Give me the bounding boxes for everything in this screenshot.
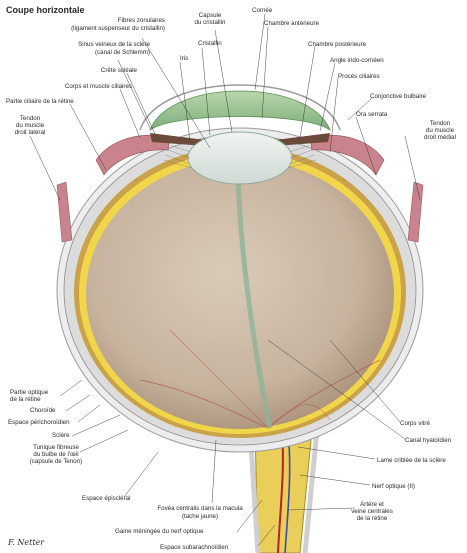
label-artere-veine-2: veine centrales <box>351 508 393 515</box>
medial-rectus-tendon <box>408 182 423 242</box>
label-partie-optique: Partie optique <box>10 389 49 396</box>
label-tendon-medial-3: droit médial <box>424 134 456 141</box>
label-tunique-fibreuse-2: du bulbe de l'œil <box>33 451 78 458</box>
label-corps-muscle-ciliaires: Corps et muscle ciliaires <box>65 83 132 90</box>
label-nerf-optique: Nerf optique (II) <box>372 483 415 490</box>
label-sinus-veineux-2: (canal de Schlemm) <box>95 49 150 56</box>
label-corps-vitre: Corps vitré <box>400 420 430 427</box>
lens <box>188 132 292 184</box>
label-capsule-2: du cristallin <box>195 19 227 26</box>
netter-signature: F. Netter <box>7 538 45 547</box>
label-sinus-veineux: Sinus veineux de la sclère <box>78 41 150 48</box>
label-proces-ciliaires: Procès ciliaires <box>338 73 380 80</box>
label-crete-scleale: Crête scléale <box>101 67 138 74</box>
label-cornee: Cornée <box>252 7 273 14</box>
label-fibres-zonulaires: Fibres zonulaires <box>118 17 165 24</box>
label-fibres-zonulaires-2: (ligament suspenseur du cristallin) <box>71 25 165 32</box>
label-tunique-fibreuse: Tunique fibreuse <box>33 444 79 451</box>
label-fovea-2: (tache jaune) <box>182 513 218 520</box>
label-partie-ciliaire-retine: Partie ciliaire de la rétine <box>6 98 74 105</box>
label-ora-serrata: Ora serrata <box>356 111 388 118</box>
label-tendon-lateral: Tendon <box>20 115 41 122</box>
label-conjonctive-bulbaire: Conjonctive bulbaire <box>370 93 427 100</box>
label-iris: Iris <box>180 55 188 62</box>
label-fovea: Fovéa centralis dans la macula <box>157 505 243 512</box>
label-tendon-lateral-3: droit latéral <box>15 129 46 136</box>
label-espace-perichoroidien: Espace périchoroïdien <box>8 419 70 426</box>
label-tendon-medial: Tendon <box>430 120 451 127</box>
label-artere-veine: Artère et <box>360 501 384 508</box>
label-lame-criblee: Lame criblée de la sclère <box>377 457 446 464</box>
label-chambre-posterieure: Chambre postérieure <box>308 41 367 48</box>
label-sclere: Sclère <box>52 432 70 439</box>
label-artere-veine-3: de la rétine <box>357 515 388 522</box>
label-choroide: Choroïde <box>30 407 56 414</box>
label-tunique-fibreuse-3: (capsule de Tenon) <box>30 458 83 465</box>
label-espace-episcleral: Espace épiscléral <box>82 495 131 502</box>
diagram-title: Coupe horizontale <box>6 5 85 15</box>
label-gaine-meningee: Gaine méningée du nerf optique <box>115 528 204 535</box>
label-cristallin: Cristallin <box>198 40 222 47</box>
label-capsule: Capsule <box>199 12 222 19</box>
label-partie-optique-2: de la rétine <box>10 396 41 403</box>
label-espace-subarachnoidien: Espace subarachnoïdien <box>160 544 229 551</box>
label-tendon-lateral-2: du muscle <box>16 122 45 129</box>
label-tendon-medial-2: du muscle <box>426 127 455 134</box>
label-canal-hyaloidien: Canal hyaloïdien <box>405 437 452 444</box>
label-angle-irido-corneen: Angle irido-cornéen <box>330 57 384 64</box>
lateral-rectus-tendon <box>57 182 72 242</box>
label-chambre-anterieure: Chambre antérieure <box>264 20 320 27</box>
